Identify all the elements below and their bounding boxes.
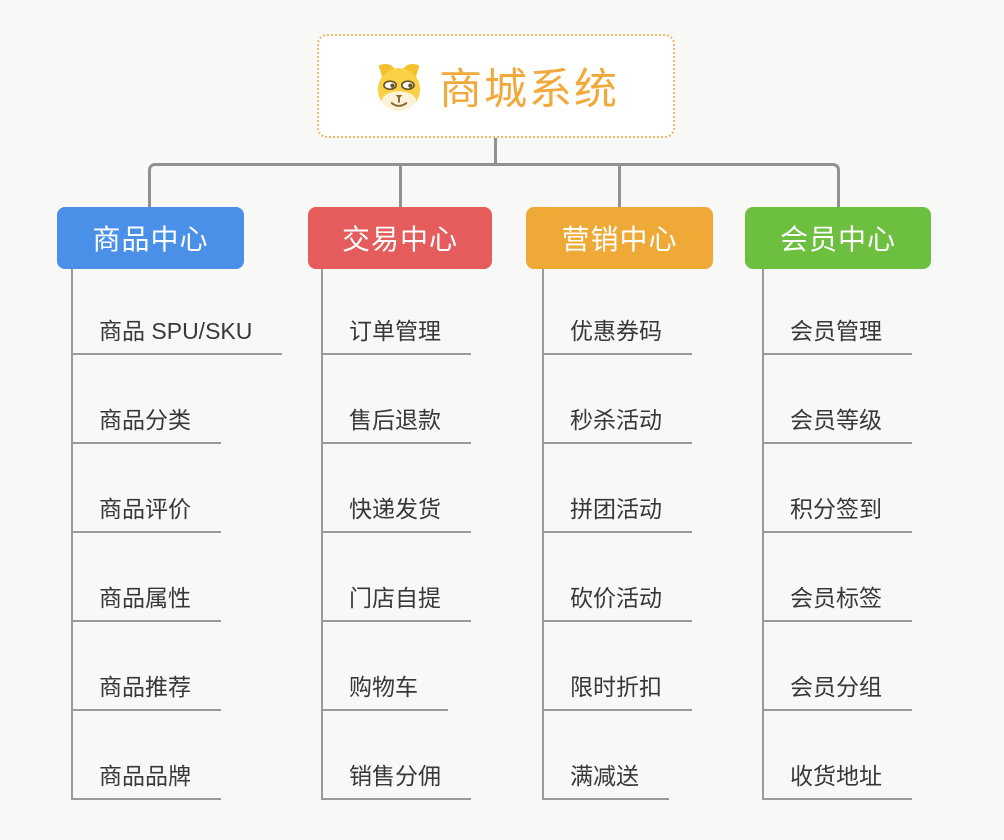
branch-header-label: 交易中心: [341, 224, 458, 255]
dog-face-icon: [377, 63, 421, 111]
branch-header-label: 营销中心: [561, 224, 678, 255]
root-title: 商城系统: [439, 66, 619, 114]
connector-drop-branch-3: [618, 166, 621, 207]
leaf-item-label: 拼团活动: [570, 496, 662, 522]
leaf-item-label: 限时折扣: [570, 674, 662, 700]
leaf-item-label: 收货地址: [790, 763, 882, 789]
leaf-item-label: 优惠券码: [570, 318, 662, 344]
leaf-item[interactable]: 商品属性: [71, 576, 221, 622]
leaf-item[interactable]: 会员标签: [762, 576, 912, 622]
leaf-item[interactable]: 会员等级: [762, 398, 912, 444]
leaf-item-label: 销售分佣: [349, 763, 441, 789]
leaf-item[interactable]: 商品推荐: [71, 665, 221, 711]
branch-child-line: [542, 269, 544, 800]
leaf-item-label: 会员管理: [790, 318, 882, 344]
leaf-item-label: 商品分类: [99, 407, 191, 433]
leaf-item-label: 商品 SPU/SKU: [99, 318, 253, 344]
leaf-item-label: 商品品牌: [99, 763, 191, 789]
leaf-item[interactable]: 收货地址: [762, 754, 912, 800]
connector-root-stub: [494, 136, 497, 166]
branch-child-line: [762, 269, 764, 800]
leaf-item-label: 门店自提: [349, 585, 441, 611]
leaf-item[interactable]: 门店自提: [321, 576, 471, 622]
leaf-item[interactable]: 砍价活动: [542, 576, 692, 622]
leaf-item-label: 会员标签: [790, 585, 882, 611]
leaf-item[interactable]: 商品 SPU/SKU: [71, 309, 283, 355]
leaf-item-label: 秒杀活动: [570, 407, 662, 433]
leaf-item[interactable]: 订单管理: [321, 309, 471, 355]
connector-bus: [148, 163, 840, 208]
leaf-item-label: 订单管理: [349, 318, 441, 344]
leaf-item-label: 砍价活动: [570, 585, 662, 611]
leaf-item[interactable]: 秒杀活动: [542, 398, 692, 444]
leaf-item[interactable]: 商品品牌: [71, 754, 221, 800]
leaf-item-label: 商品评价: [99, 496, 191, 522]
leaf-item[interactable]: 商品分类: [71, 398, 221, 444]
leaf-item-label: 会员等级: [790, 407, 882, 433]
leaf-item-label: 商品属性: [99, 585, 191, 611]
connector-drop-branch-2: [399, 166, 402, 207]
branch-header-label: 会员中心: [779, 224, 896, 255]
leaf-item-label: 售后退款: [349, 407, 441, 433]
leaf-item[interactable]: 销售分佣: [321, 754, 471, 800]
leaf-item[interactable]: 拼团活动: [542, 487, 692, 533]
branch-header-label: 商品中心: [92, 224, 209, 255]
leaf-item[interactable]: 售后退款: [321, 398, 471, 444]
leaf-item-label: 会员分组: [790, 674, 882, 700]
branch-header-1[interactable]: 商品中心: [57, 207, 244, 269]
leaf-item[interactable]: 限时折扣: [542, 665, 692, 711]
leaf-item[interactable]: 购物车: [321, 665, 448, 711]
leaf-item[interactable]: 商品评价: [71, 487, 221, 533]
leaf-item[interactable]: 满减送: [542, 754, 669, 800]
branch-header-2[interactable]: 交易中心: [308, 207, 492, 269]
leaf-item[interactable]: 会员分组: [762, 665, 912, 711]
branch-child-line: [71, 269, 73, 800]
leaf-item-label: 商品推荐: [99, 674, 191, 700]
leaf-item[interactable]: 优惠券码: [542, 309, 692, 355]
leaf-item-label: 满减送: [570, 763, 639, 789]
branch-header-3[interactable]: 营销中心: [526, 207, 713, 269]
leaf-item-label: 购物车: [349, 674, 418, 700]
branch-child-line: [321, 269, 323, 800]
leaf-item[interactable]: 会员管理: [762, 309, 912, 355]
leaf-item[interactable]: 快递发货: [321, 487, 471, 533]
root-node[interactable]: 商城系统: [317, 34, 675, 138]
leaf-item-label: 积分签到: [790, 496, 882, 522]
leaf-item-label: 快递发货: [349, 496, 441, 522]
branch-header-4[interactable]: 会员中心: [745, 207, 931, 269]
leaf-item[interactable]: 积分签到: [762, 487, 912, 533]
